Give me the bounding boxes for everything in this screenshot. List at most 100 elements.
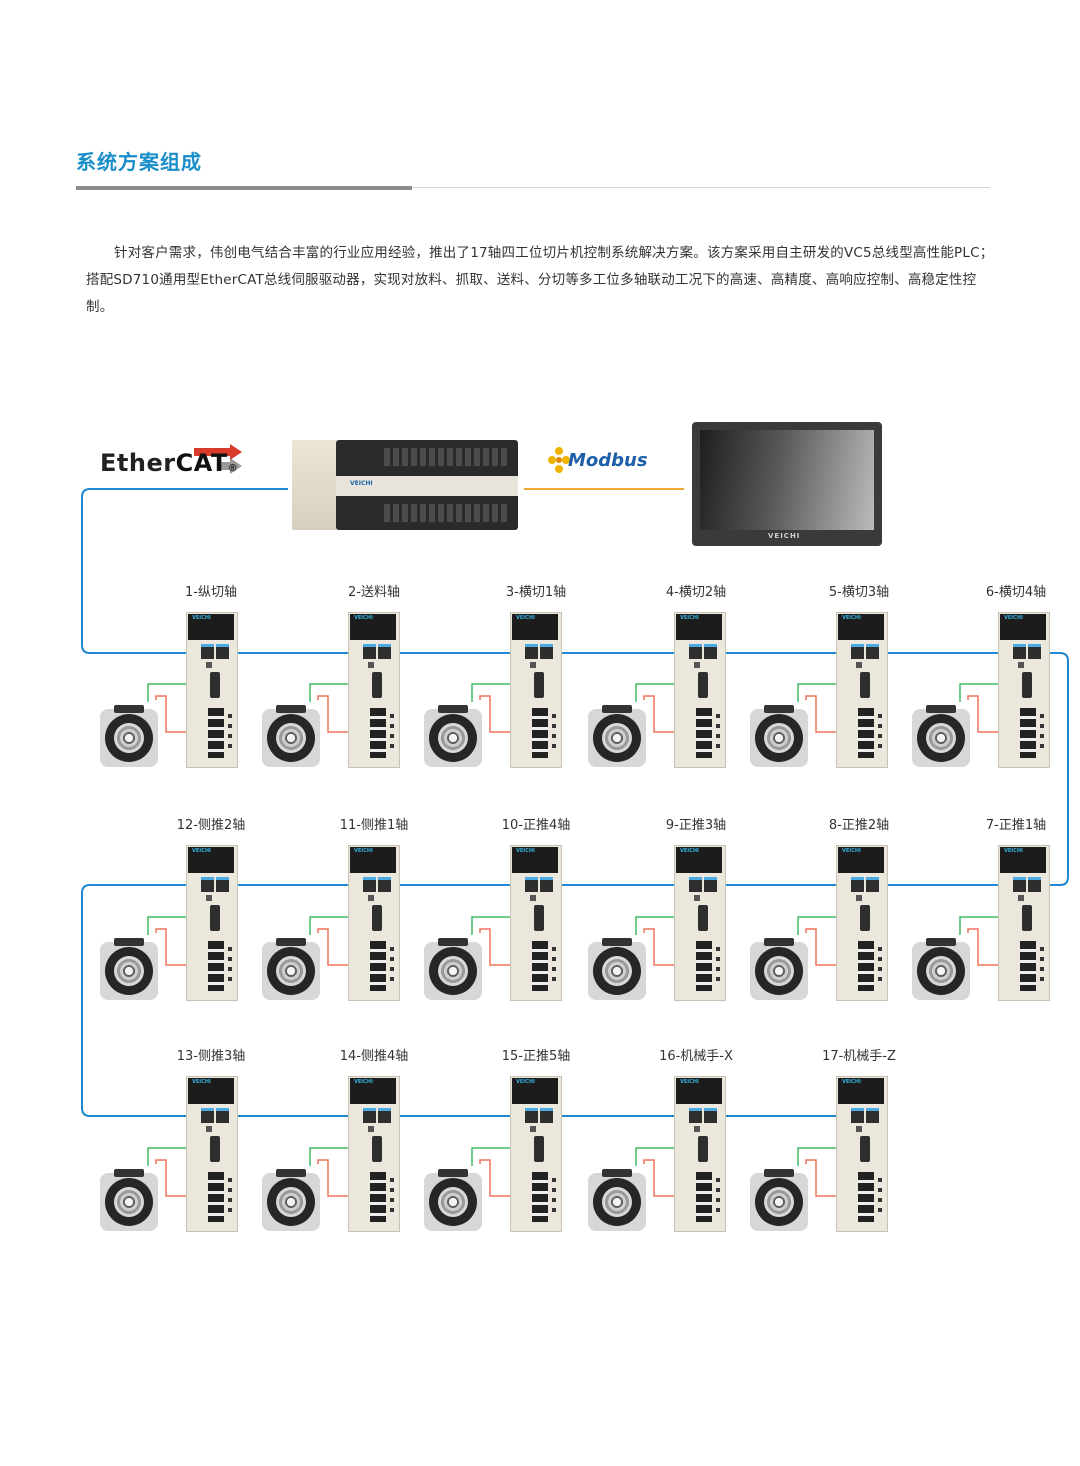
drive-display (350, 847, 396, 873)
ethercat-out-port (1028, 644, 1041, 659)
terminal-screws (1040, 714, 1044, 754)
motor-connector (764, 705, 794, 713)
hmi-brand: VEICHI (768, 532, 801, 540)
servo-drive: VEICHI (998, 612, 1050, 768)
servo-drive: VEICHI (186, 845, 238, 1001)
servo-motor (100, 1169, 158, 1231)
drive-display (350, 614, 396, 640)
ethercat-in-port (851, 1108, 864, 1123)
io-connector (210, 905, 220, 931)
ethercat-out-port (378, 1108, 391, 1123)
servo-drive: VEICHI (510, 845, 562, 1001)
status-led (530, 1126, 536, 1132)
axis-label: 6-横切4轴 (985, 585, 1047, 600)
axis-label: 2-送料轴 (348, 585, 400, 600)
drive-brand: VEICHI (192, 615, 211, 621)
ethercat-in-port (201, 1108, 214, 1123)
ethercat-in-port (363, 644, 376, 659)
terminal-screws (228, 1178, 232, 1218)
servo-motor (424, 938, 482, 1000)
io-connector (1022, 905, 1032, 931)
terminal-screws (1040, 947, 1044, 987)
terminal-screws (228, 714, 232, 754)
axis-label: 10-正推4轴 (501, 818, 571, 833)
motor-connector (926, 938, 956, 946)
power-terminal (208, 941, 224, 991)
power-terminal (696, 1172, 712, 1222)
drive-display (512, 614, 558, 640)
power-terminal (370, 1172, 386, 1222)
servo-motor (424, 1169, 482, 1231)
servo-drive: VEICHI (348, 612, 400, 768)
drive-brand: VEICHI (192, 1079, 211, 1085)
motor-shaft-icon (276, 956, 306, 986)
plc-io-module (292, 440, 338, 530)
motor-shaft-icon (114, 723, 144, 753)
drive-display (676, 1078, 722, 1104)
ethercat-in-port (525, 644, 538, 659)
terminal-screws (390, 1178, 394, 1218)
io-connector (1022, 672, 1032, 698)
axis-label: 1-纵切轴 (185, 585, 237, 600)
terminal-screws (878, 947, 882, 987)
ethercat-in-port (1013, 877, 1026, 892)
ethercat-out-port (540, 877, 553, 892)
ethercat-out-port (866, 877, 879, 892)
motor-shaft-icon (276, 1187, 306, 1217)
motor-shaft-icon (438, 1187, 468, 1217)
power-terminal (532, 1172, 548, 1222)
servo-drive: VEICHI (186, 1076, 238, 1232)
io-connector (534, 905, 544, 931)
ethercat-in-port (201, 644, 214, 659)
ethercat-out-port (866, 644, 879, 659)
ethercat-out-port (216, 644, 229, 659)
power-terminal (858, 1172, 874, 1222)
status-led (856, 1126, 862, 1132)
drive-display (188, 1078, 234, 1104)
status-led (368, 1126, 374, 1132)
servo-drive: VEICHI (836, 845, 888, 1001)
axis-label: 3-横切1轴 (505, 585, 567, 600)
servo-motor (588, 1169, 646, 1231)
power-terminal (532, 708, 548, 758)
drive-display (838, 847, 884, 873)
motor-connector (926, 705, 956, 713)
title-rule (76, 187, 990, 188)
servo-drive: VEICHI (510, 1076, 562, 1232)
io-connector (698, 1136, 708, 1162)
terminal-screws (390, 947, 394, 987)
title-rule-accent (76, 186, 412, 190)
drive-brand: VEICHI (516, 1079, 535, 1085)
status-led (856, 662, 862, 668)
drive-brand: VEICHI (354, 615, 373, 621)
motor-connector (764, 1169, 794, 1177)
axis-label: 11-侧推1轴 (339, 818, 409, 833)
power-terminal (532, 941, 548, 991)
drive-display (350, 1078, 396, 1104)
servo-drive: VEICHI (674, 612, 726, 768)
ethercat-in-port (689, 1108, 702, 1123)
drive-brand: VEICHI (192, 848, 211, 854)
motor-shaft-icon (764, 1187, 794, 1217)
axis-label: 7-正推1轴 (985, 818, 1047, 833)
motor-shaft-icon (602, 723, 632, 753)
drive-display (512, 1078, 558, 1104)
servo-drive: VEICHI (836, 612, 888, 768)
motor-connector (438, 705, 468, 713)
ethercat-reg: ® (227, 463, 239, 474)
terminal-screws (552, 947, 556, 987)
ethercat-in-port (1013, 644, 1026, 659)
servo-motor (912, 705, 970, 767)
ethercat-in-port (525, 1108, 538, 1123)
drive-display (1000, 614, 1046, 640)
power-terminal (370, 941, 386, 991)
ethercat-in-port (689, 644, 702, 659)
status-led (530, 662, 536, 668)
axis-label: 13-侧推3轴 (176, 1049, 246, 1064)
motor-shaft-icon (438, 956, 468, 986)
motor-connector (276, 705, 306, 713)
ethercat-out-port (1028, 877, 1041, 892)
motor-connector (602, 938, 632, 946)
drive-display (188, 614, 234, 640)
io-connector (860, 672, 870, 698)
